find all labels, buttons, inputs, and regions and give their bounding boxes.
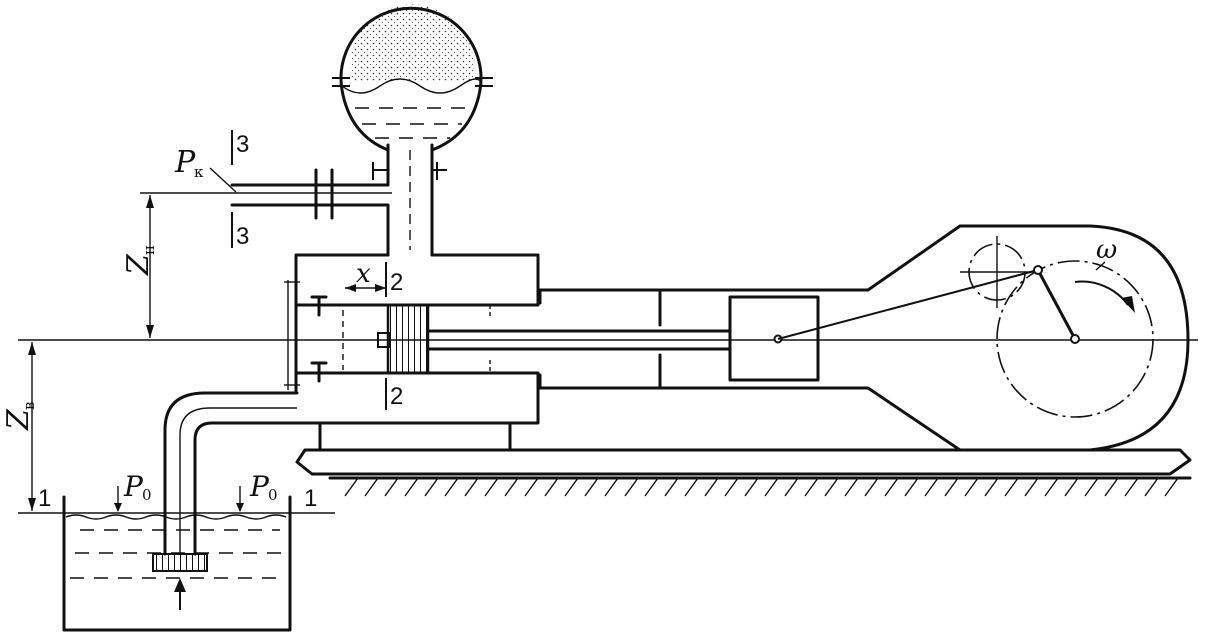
label-zn-sub: н (140, 245, 158, 255)
crosshead (728, 295, 820, 382)
label-section-2-top: 2 (390, 269, 403, 296)
piston-rod (426, 288, 732, 390)
suction-valve (310, 361, 328, 383)
label-section-1-right: 1 (304, 485, 317, 512)
label-pk-sub: к (194, 163, 204, 181)
reservoir (18, 486, 335, 632)
label-zv-group: Z в (1, 402, 38, 431)
label-p0-left-sub: 0 (142, 486, 152, 504)
label-section-1-left: 1 (38, 485, 51, 512)
pk-leader (209, 167, 237, 193)
label-p0-right-sub: 0 (268, 486, 278, 504)
arrow-down-icon (114, 503, 122, 512)
label-zv: Z (1, 408, 36, 431)
label-zv-sub: в (20, 402, 38, 410)
base-plate (295, 448, 1192, 497)
label-p0-right: P (249, 470, 270, 503)
crank-circle (996, 260, 1154, 418)
discharge-valve (310, 295, 328, 317)
label-omega: ω (1096, 235, 1117, 265)
label-p0-left: P (123, 470, 144, 503)
suction-pipe (163, 391, 299, 556)
piston (386, 303, 430, 375)
label-section-3-bottom: 3 (236, 223, 249, 250)
pump-cylinder (284, 253, 542, 452)
label-section-3-top: 3 (236, 131, 249, 158)
dimension-zv (28, 342, 36, 511)
label-pk: P (174, 145, 196, 180)
connecting-rod (777, 269, 1039, 340)
dimension-zn (140, 192, 392, 338)
dimension-x (345, 284, 386, 292)
label-x: x (356, 259, 371, 289)
discharge-pipe (230, 150, 447, 257)
label-zn: Z (121, 253, 156, 276)
arrow-up-icon (174, 578, 186, 592)
arrow-down-icon (236, 503, 244, 512)
label-section-2-bottom: 2 (390, 383, 403, 410)
suction-strainer (152, 553, 208, 572)
crank-arm (1036, 268, 1077, 341)
air-chamber (332, 4, 493, 172)
crank-mechanism (777, 236, 1154, 418)
crank-frame (538, 224, 1190, 452)
rotation-arrow-icon (1121, 296, 1135, 313)
label-zn-group: Z н (121, 245, 158, 276)
